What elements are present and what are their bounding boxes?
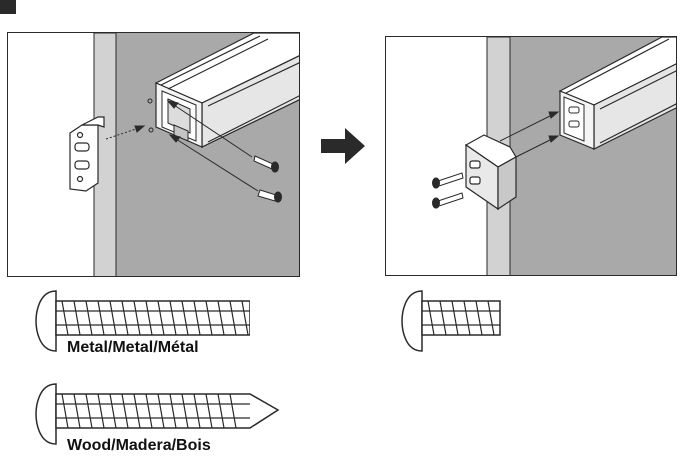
rail-hole-bottom <box>148 127 154 133</box>
step-2-drawing <box>432 37 676 275</box>
screw-guide-lines <box>166 100 259 192</box>
screw-upper <box>253 155 279 173</box>
cap-guide-lines <box>499 111 560 160</box>
step-2-illustration <box>385 36 677 276</box>
short-screw-upper <box>432 172 464 189</box>
rail-hole-top <box>147 98 153 104</box>
step-marker <box>0 0 16 14</box>
wood-screw-label: Wood/Madera/Bois <box>67 437 211 454</box>
step-1-drawing <box>69 33 299 276</box>
mounting-bracket <box>69 116 105 192</box>
right-arrow-icon <box>321 128 365 164</box>
metal-screw-label: Metal/Metal/Métal <box>67 339 199 356</box>
wood-screw-icon <box>35 383 280 445</box>
mounted-bracket <box>563 96 585 142</box>
short-screw-icon <box>401 290 501 352</box>
align-arrow <box>105 125 146 140</box>
metal-screw-icon <box>35 290 250 352</box>
step-1-illustration <box>7 32 300 277</box>
screw-lower <box>257 189 282 203</box>
end-cap <box>464 134 517 211</box>
short-screw-lower <box>432 192 464 209</box>
